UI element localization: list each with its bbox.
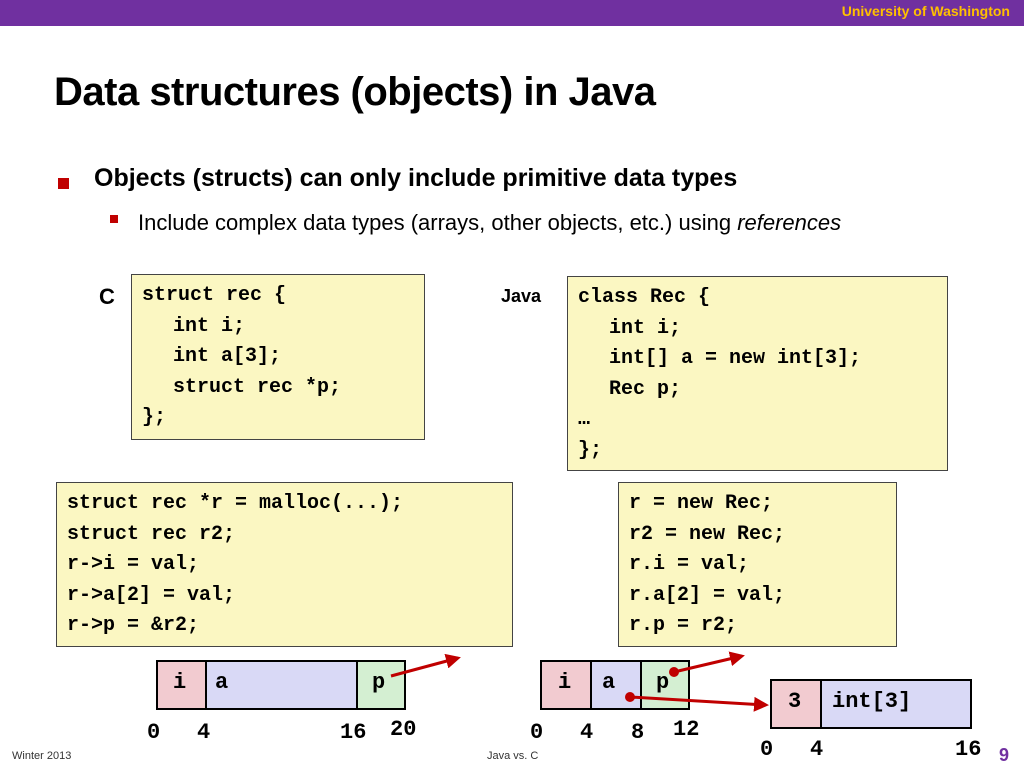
code-line: int a[3]; <box>173 345 282 368</box>
footer-topic: Java vs. C <box>487 750 539 762</box>
code-line: r2 = new Rec; <box>629 522 786 546</box>
c-usage-code-box: struct rec *r = malloc(...); struct rec r… <box>56 482 513 647</box>
c-struct-code-box: struct rec { int i; int a[3]; struct rec *p… <box>131 274 425 440</box>
bullet-level2-emphasis: references <box>737 210 842 235</box>
bullet-square-icon <box>58 178 69 189</box>
array-offset-16: 16 <box>955 737 982 762</box>
code-line: r.p = r2; <box>629 614 738 637</box>
institution-name: University of Washington <box>841 3 1010 19</box>
code-line: r->a[2] = val; <box>67 583 236 607</box>
code-line: struct rec r2; <box>67 522 236 546</box>
c-offset-0: 0 <box>147 720 161 745</box>
code-line: r->p = &r2; <box>67 614 200 637</box>
code-line: int i; <box>173 314 246 338</box>
array-length: 3 <box>772 681 822 727</box>
bullet-level2-text: Include complex data types (arrays, othe… <box>138 210 738 235</box>
code-line: int[] a = new int[3]; <box>609 347 862 370</box>
code-line: r = new Rec; <box>629 492 774 515</box>
array-offset-0: 0 <box>760 737 774 762</box>
code-line: struct rec *p; <box>173 375 342 399</box>
page-number: 9 <box>999 745 1010 765</box>
code-line: Rec p; <box>609 377 682 401</box>
code-line: struct rec { <box>142 284 287 307</box>
java-a-pointer-arrow <box>629 695 769 712</box>
code-line: }; <box>142 406 167 429</box>
c-memory-layout: i a p <box>156 660 406 710</box>
sub-bullet-square-icon <box>110 215 118 223</box>
code-line: r.a[2] = val; <box>629 583 786 607</box>
java-array-layout: 3 int[3] <box>770 679 972 729</box>
code-line: class Rec { <box>578 286 711 309</box>
java-field-i: i <box>542 662 592 708</box>
java-offset-8: 8 <box>631 720 645 745</box>
bullet-level2: Include complex data types (arrays, othe… <box>138 210 841 236</box>
code-line: }; <box>578 438 603 462</box>
c-offset-4: 4 <box>197 720 211 745</box>
c-field-p: p <box>358 662 404 708</box>
slide-title: Data structures (objects) in Java <box>54 70 656 114</box>
c-field-a: a <box>207 662 358 708</box>
array-elements: int[3] <box>822 681 970 727</box>
java-p-pointer-arrow <box>673 651 745 674</box>
code-line: struct rec *r = malloc(...); <box>67 492 404 515</box>
c-offset-16: 16 <box>340 720 367 745</box>
java-label: Java <box>501 286 542 306</box>
footer-term: Winter 2013 <box>12 750 72 762</box>
c-field-i: i <box>158 662 207 708</box>
java-class-code-box: class Rec { int i; int[] a = new int[3]; Re… <box>567 276 948 471</box>
top-bar: University of Washington <box>0 0 1024 26</box>
java-offset-12: 12 <box>673 717 700 742</box>
c-offset-20: 20 <box>390 717 417 742</box>
code-line: int i; <box>609 316 682 340</box>
code-line: r->i = val; <box>67 553 200 576</box>
java-offset-4: 4 <box>580 720 594 745</box>
array-offset-4: 4 <box>810 737 824 762</box>
code-line: r.i = val; <box>629 553 750 576</box>
c-p-pointer-arrow <box>390 653 461 678</box>
code-line: … <box>578 408 591 431</box>
java-usage-code-box: r = new Rec; r2 = new Rec; r.i = val; r.a[2… <box>618 482 897 647</box>
c-label: C <box>99 284 115 309</box>
java-offset-0: 0 <box>530 720 544 745</box>
bullet-level1: Objects (structs) can only include primi… <box>94 164 738 192</box>
